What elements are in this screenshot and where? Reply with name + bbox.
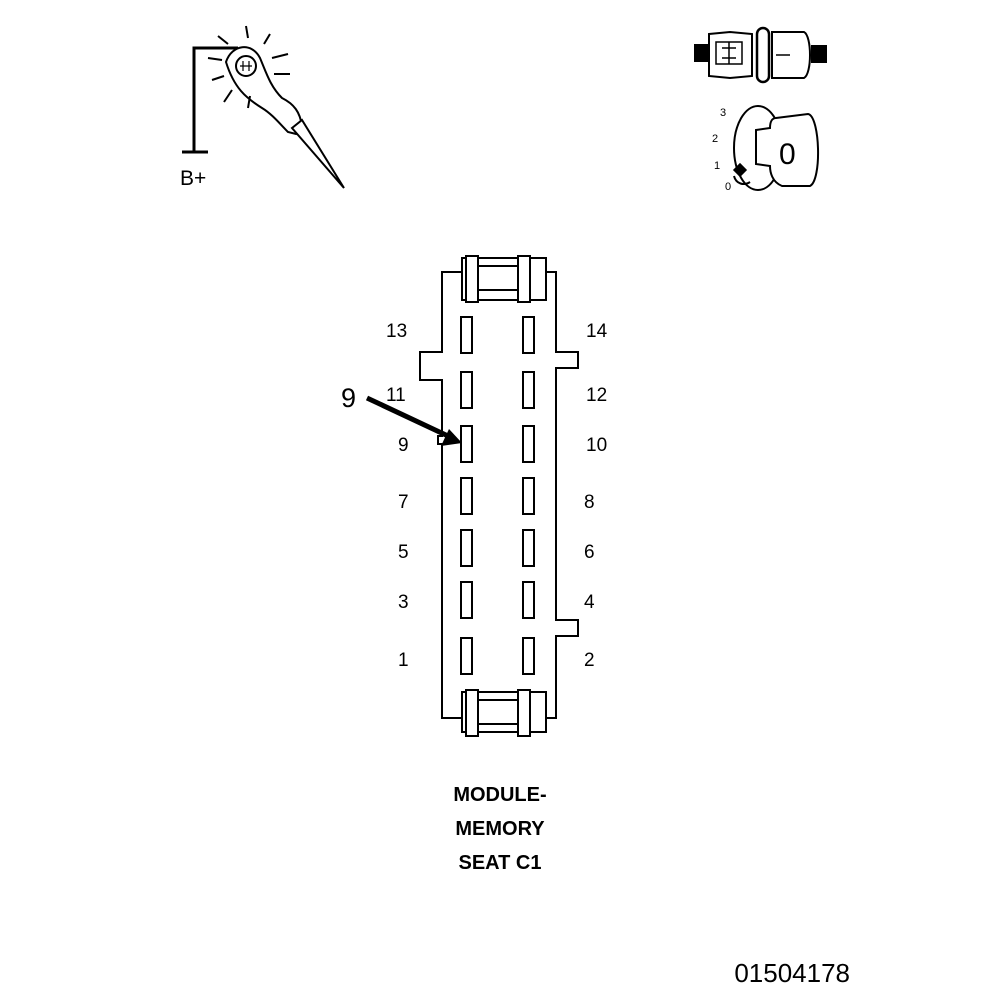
test-light-probe-icon bbox=[182, 25, 345, 189]
ignition-position-1: 1 bbox=[714, 160, 720, 172]
pin-cavity-13 bbox=[460, 316, 473, 354]
pin-cavity-14 bbox=[522, 316, 535, 354]
pin-label-6: 6 bbox=[584, 542, 595, 563]
connector-title-line-3: SEAT C1 bbox=[458, 852, 542, 874]
pin-label-3: 3 bbox=[398, 592, 409, 613]
pin-cavities-left bbox=[460, 316, 473, 675]
ignition-position-3: 3 bbox=[720, 107, 726, 119]
pin-label-2: 2 bbox=[584, 650, 595, 671]
pin-cavity-11 bbox=[460, 371, 473, 409]
pin-cavity-8 bbox=[522, 477, 535, 515]
pin-label-13: 13 bbox=[386, 321, 407, 342]
pin-cavity-4 bbox=[522, 581, 535, 619]
pin-label-10: 10 bbox=[586, 435, 607, 456]
ignition-position-2: 2 bbox=[712, 133, 718, 145]
pin-cavity-7 bbox=[460, 477, 473, 515]
ignition-switch-icon bbox=[694, 26, 827, 84]
pin-label-1: 1 bbox=[398, 650, 409, 671]
pin-cavities-right bbox=[522, 316, 535, 675]
pin-label-7: 7 bbox=[398, 492, 409, 513]
pin-label-12: 12 bbox=[586, 385, 607, 406]
ignition-key-icon bbox=[732, 105, 819, 191]
pin-label-5: 5 bbox=[398, 542, 409, 563]
pin-label-9: 9 bbox=[398, 435, 409, 456]
connector-body bbox=[419, 255, 579, 737]
pin-cavity-5 bbox=[460, 529, 473, 567]
pin-cavity-2 bbox=[522, 637, 535, 675]
callout-arrow bbox=[365, 395, 462, 446]
pin-cavity-6 bbox=[522, 529, 535, 567]
connector-title: MODULE- MEMORY SEAT C1 bbox=[400, 778, 600, 880]
figure-id: 01504178 bbox=[734, 958, 850, 988]
connector-title-line-1: MODULE- bbox=[453, 784, 547, 806]
pin-label-14: 14 bbox=[586, 321, 608, 342]
pin-label-11: 11 bbox=[386, 385, 406, 406]
key-position-label: 0 bbox=[779, 138, 796, 171]
supply-label: B+ bbox=[180, 167, 206, 190]
callout-label: 9 bbox=[341, 383, 356, 413]
pin-cavity-12 bbox=[522, 371, 535, 409]
ignition-position-0: 0 bbox=[725, 181, 731, 193]
pin-label-4: 4 bbox=[584, 592, 595, 613]
pin-cavity-10 bbox=[522, 425, 535, 463]
pin-cavity-9 bbox=[460, 425, 473, 463]
pin-cavity-3 bbox=[460, 581, 473, 619]
pin-label-8: 8 bbox=[584, 492, 595, 513]
pin-cavity-1 bbox=[460, 637, 473, 675]
connector-title-line-2: MEMORY bbox=[455, 818, 545, 840]
